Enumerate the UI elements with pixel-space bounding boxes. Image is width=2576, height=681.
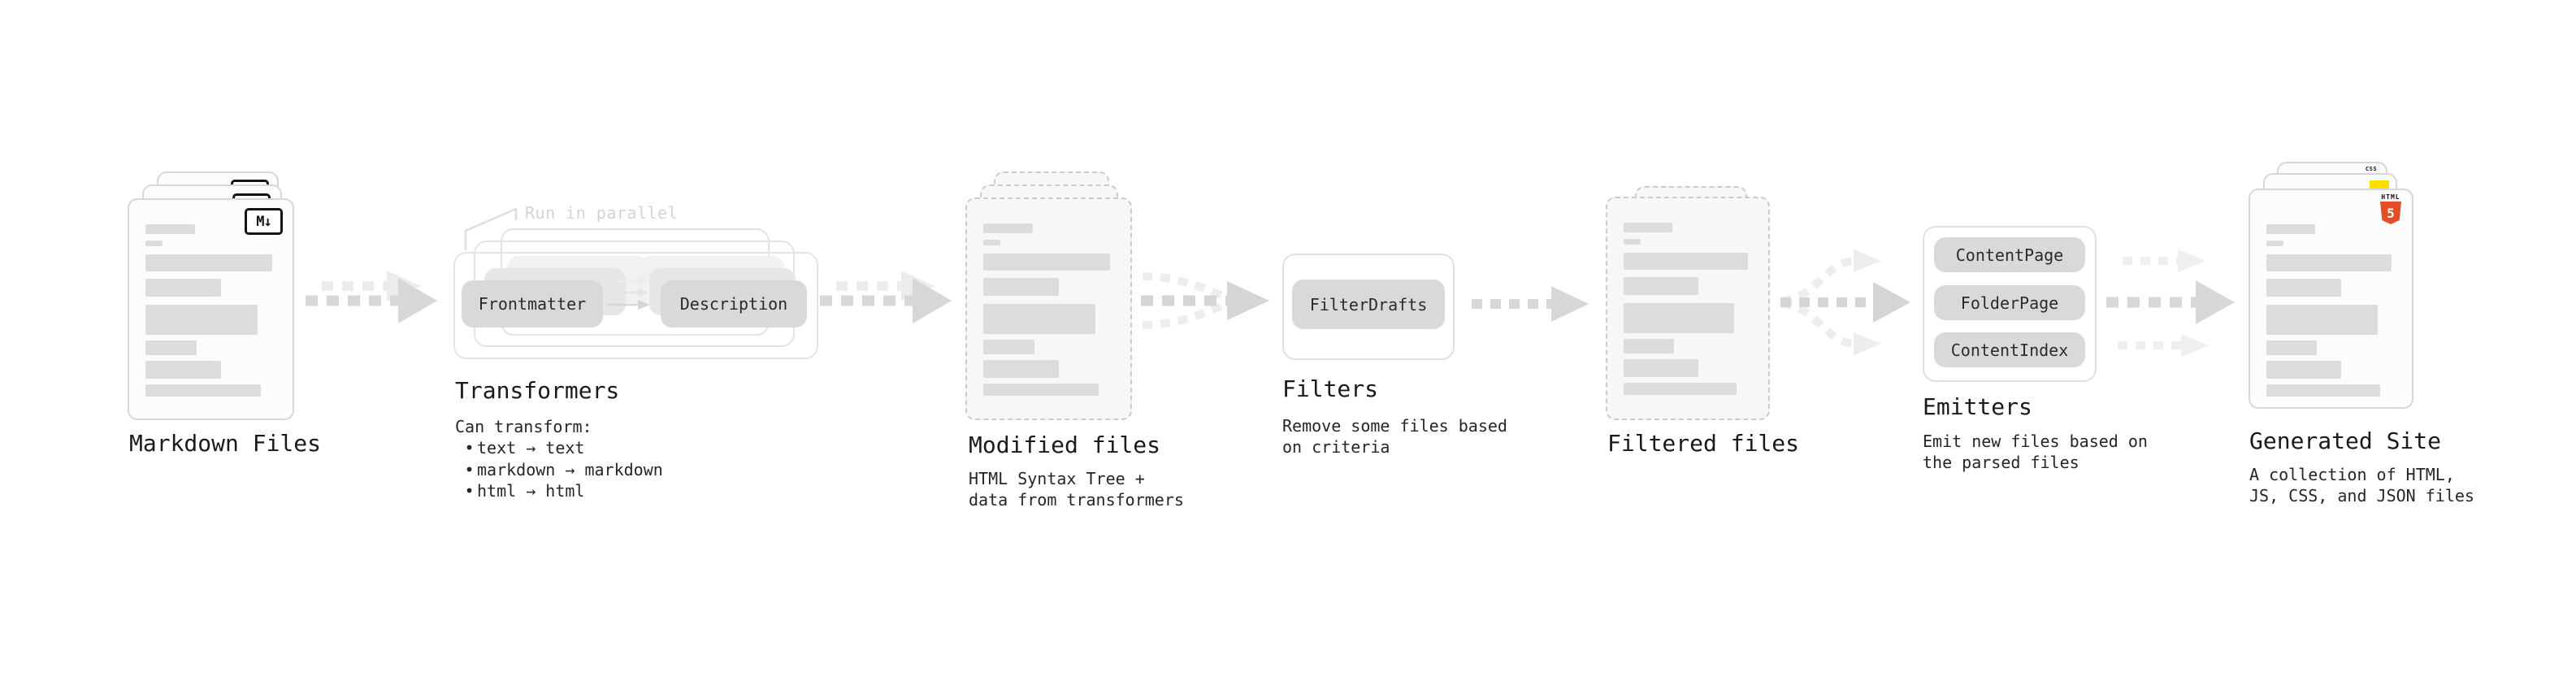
skeleton-bar: [2266, 305, 2378, 335]
skeleton-bar: [983, 240, 1000, 245]
note-line: data from transformers: [969, 490, 1184, 510]
note-line: HTML Syntax Tree +: [969, 469, 1145, 488]
merging-dashed-arrow-icon: [1141, 272, 1269, 329]
triple-dashed-arrow-icon: [2106, 249, 2235, 357]
skeleton-bar: [1624, 239, 1641, 245]
transformer-layer-front: [453, 252, 818, 359]
skeleton-bar: [145, 361, 222, 379]
skeleton-bar: [2266, 254, 2392, 271]
note-line: on criteria: [1282, 437, 1390, 457]
skeleton-bar: [2266, 279, 2342, 297]
annotation-leader-line: [464, 207, 518, 250]
dashed-arrow-right-icon: [306, 271, 437, 323]
stage-label-markdown-files: Markdown Files: [129, 430, 322, 457]
skeleton-bar: [1624, 223, 1673, 232]
diverging-dashed-arrow-icon: [1780, 249, 1910, 355]
dashed-arrow-right-icon: [1472, 286, 1589, 322]
document-skeleton: [1624, 223, 1752, 395]
skeleton-bar: [1624, 253, 1749, 270]
modified-files-note: HTML Syntax Tree + data from transformer…: [969, 468, 1184, 510]
frontmatter-pill: Frontmatter: [462, 280, 603, 327]
skeleton-bar: [983, 304, 1096, 334]
note-line: the parsed files: [1923, 453, 2079, 472]
skeleton-bar: [2266, 241, 2283, 246]
note-line: A collection of HTML,: [2249, 465, 2455, 484]
html5-icon-number: 5: [2387, 205, 2395, 221]
bullet-item: •text → text: [455, 437, 663, 459]
javascript-icon: [2370, 180, 2389, 189]
bullet-item: •html → html: [455, 480, 663, 502]
bullet-item: •markdown → markdown: [455, 459, 663, 481]
skeleton-bar: [1624, 303, 1734, 333]
skeleton-bar: [1624, 277, 1698, 295]
skeleton-bar: [145, 224, 196, 234]
contentpage-pill: ContentPage: [1934, 237, 2085, 272]
generated-site-note: A collection of HTML, JS, CSS, and JSON …: [2249, 464, 2474, 506]
skeleton-bar: [145, 384, 261, 397]
skeleton-bar: [145, 241, 163, 246]
skeleton-bar: [983, 254, 1111, 271]
document-skeleton: [2266, 224, 2396, 397]
stage-label-filtered-files: Filtered files: [1607, 430, 1800, 457]
run-in-parallel-annotation: Run in parallel: [525, 203, 679, 223]
skeleton-bar: [983, 384, 1099, 396]
skeleton-bar: [1624, 383, 1737, 395]
skeleton-bar: [2266, 224, 2316, 234]
stage-label-modified-files: Modified files: [969, 432, 1161, 458]
html5-icon-shield: 5: [2380, 202, 2401, 224]
skeleton-bar: [983, 340, 1034, 354]
transformers-bullet-list: •text → text •markdown → markdown •html …: [455, 437, 663, 502]
bullet-marker: •: [464, 438, 475, 458]
skeleton-bar: [145, 279, 222, 297]
skeleton-bar: [2266, 361, 2342, 379]
filterdrafts-pill: FilterDrafts: [1292, 280, 1445, 329]
bullet-text: markdown → markdown: [477, 459, 663, 479]
folderpage-pill: FolderPage: [1934, 285, 2085, 320]
stage-label-generated-site: Generated Site: [2249, 427, 2442, 454]
emitters-note: Emit new files based on the parsed files: [1923, 431, 2148, 473]
skeleton-bar: [983, 360, 1060, 378]
document-card-front: [965, 197, 1132, 420]
parallel-arrows-icon: [607, 277, 650, 310]
description-pill: Description: [661, 280, 807, 327]
dashed-arrow-right-icon: [820, 271, 952, 323]
bullet-marker: •: [464, 459, 475, 479]
contentindex-pill: ContentIndex: [1934, 332, 2085, 367]
document-card-front: [1606, 197, 1770, 420]
document-card-front: HTML 5: [2249, 189, 2413, 409]
stage-label-filters: Filters: [1282, 375, 1379, 402]
html5-icon: HTML 5: [2379, 194, 2403, 224]
skeleton-bar: [1624, 359, 1698, 377]
html5-icon-label: HTML: [2381, 193, 2400, 201]
skeleton-bar: [145, 340, 197, 355]
skeleton-bar: [2266, 340, 2317, 355]
note-line: JS, CSS, and JSON files: [2249, 486, 2474, 505]
stage-label-transformers: Transformers: [455, 377, 620, 404]
bullet-text: text → text: [477, 438, 585, 458]
transformers-note-title: Can transform:: [455, 417, 592, 436]
bullet-text: html → html: [477, 481, 585, 501]
skeleton-bar: [145, 254, 273, 271]
document-skeleton: [145, 224, 276, 397]
stage-label-emitters: Emitters: [1923, 393, 2032, 420]
skeleton-bar: [983, 223, 1034, 233]
note-line: Remove some files based: [1282, 416, 1507, 436]
skeleton-bar: [1624, 339, 1674, 354]
document-card-front: M↓: [128, 198, 294, 420]
skeleton-bar: [145, 305, 258, 335]
css-icon-label: CSS: [2365, 166, 2378, 172]
markdown-icon: M↓: [245, 208, 283, 235]
document-skeleton: [983, 223, 1114, 396]
skeleton-bar: [2266, 384, 2380, 397]
skeleton-bar: [983, 278, 1060, 296]
filters-note: Remove some files based on criteria: [1282, 415, 1507, 458]
bullet-marker: •: [464, 481, 475, 501]
note-line: Emit new files based on: [1923, 432, 2148, 451]
